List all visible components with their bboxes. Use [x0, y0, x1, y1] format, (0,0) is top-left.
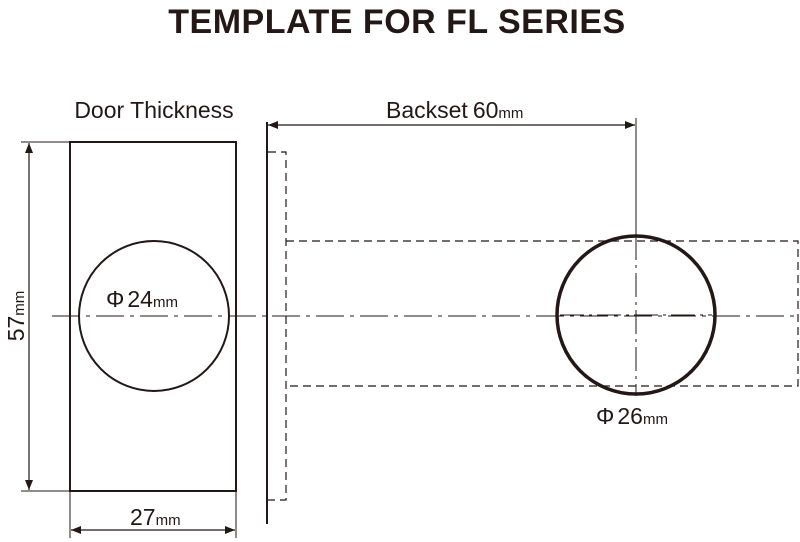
large-bore-symbol: Φ	[596, 403, 614, 429]
large-bore-unit: mm	[643, 411, 668, 428]
backset-text: Backset	[386, 97, 468, 123]
width-value: 27	[130, 504, 156, 530]
latch-body-outline	[286, 240, 799, 387]
width-dimension-label: 27mm	[130, 504, 181, 530]
height-dimension-label: 57mm	[3, 291, 29, 342]
small-bore-value: 24	[127, 286, 153, 312]
large-bore-value: 26	[617, 403, 643, 429]
height-value: 57	[3, 316, 29, 342]
height-unit: mm	[11, 291, 28, 316]
backset-unit: mm	[498, 105, 523, 122]
width-unit: mm	[156, 512, 181, 529]
small-bore-unit: mm	[153, 294, 178, 311]
backset-value: 60	[473, 97, 499, 123]
door-thickness-label: Door Thickness	[74, 97, 233, 123]
latch-faceplate-outline	[268, 151, 287, 501]
small-bore-symbol: Φ	[106, 286, 124, 312]
page-title: TEMPLATE FOR FL SERIES	[168, 3, 625, 41]
